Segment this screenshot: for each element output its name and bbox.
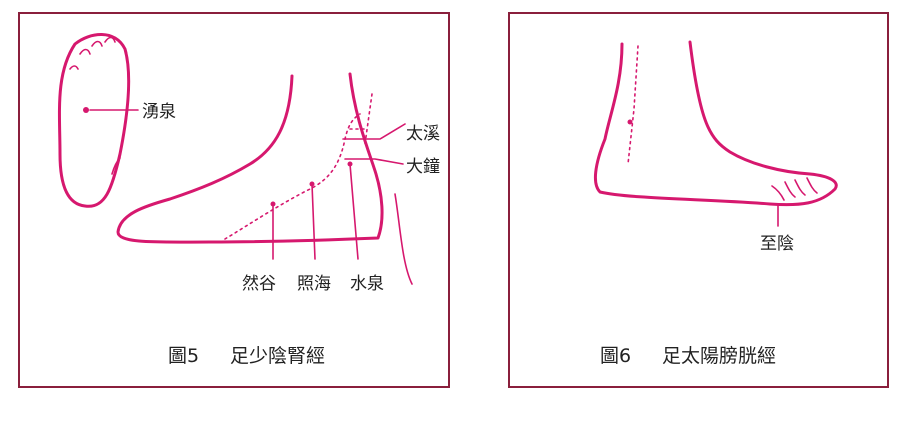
label-yongquan: 湧泉 bbox=[142, 102, 176, 122]
heel-line bbox=[394, 193, 413, 285]
toe-marks bbox=[69, 36, 121, 175]
figure-6-number: 圖6 bbox=[600, 345, 631, 367]
shuiquan-leader bbox=[349, 163, 359, 260]
label-shuiquan: 水泉 bbox=[350, 274, 384, 294]
ankle-point bbox=[627, 119, 633, 125]
label-zhaohai: 照海 bbox=[297, 274, 331, 294]
label-taixi: 太溪 bbox=[406, 124, 440, 144]
figure-5-number: 圖5 bbox=[168, 345, 199, 367]
figure-5-panel: 湧泉 太溪 大鐘 然谷 照海 水泉 圖5 足少陰腎經 bbox=[18, 12, 450, 388]
toe-detail-marks bbox=[771, 177, 818, 201]
label-dazhong: 大鐘 bbox=[406, 157, 440, 177]
zhaohai-leader bbox=[311, 183, 316, 260]
meridian-path-vertical bbox=[364, 93, 373, 145]
taixi-leader bbox=[342, 123, 406, 140]
figure-6-title: 足太陽膀胱經 bbox=[662, 345, 776, 367]
label-zhiyin: 至陰 bbox=[760, 234, 794, 254]
figure-6-illustration: 至陰 圖6 足太陽膀胱經 bbox=[593, 40, 838, 367]
dazhong-leader bbox=[344, 158, 404, 165]
figure-5-illustration: 湧泉 太溪 大鐘 然谷 照海 水泉 圖5 足少陰腎經 bbox=[57, 33, 440, 367]
bladder-meridian-dashed bbox=[627, 45, 639, 165]
yongquan-point bbox=[83, 107, 89, 113]
meridian-path-dashed bbox=[224, 113, 366, 240]
figure-6-panel: 至陰 圖6 足太陽膀胱經 bbox=[508, 12, 889, 388]
label-rangu: 然谷 bbox=[242, 274, 276, 294]
foot-sole-outline bbox=[57, 33, 131, 208]
foot-side-outline bbox=[116, 72, 384, 244]
figure-5-title: 足少陰腎經 bbox=[230, 345, 325, 367]
foot-lateral-outline bbox=[593, 40, 838, 207]
